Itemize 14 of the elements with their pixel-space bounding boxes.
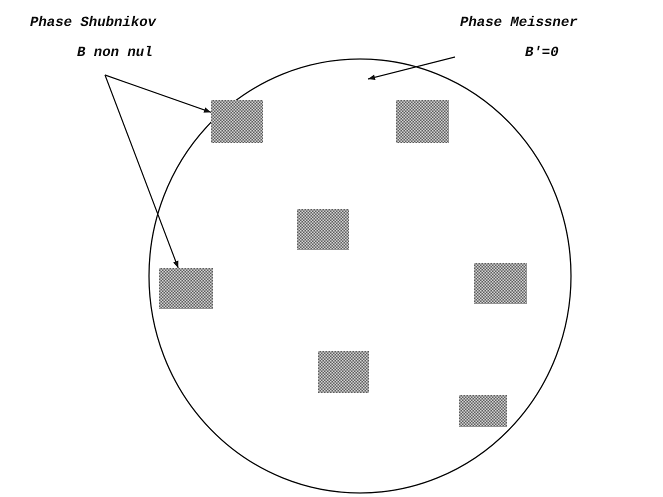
phase-label: Phase Meissner — [460, 15, 578, 31]
shaded-square — [396, 100, 449, 143]
shaded-square — [297, 209, 349, 250]
shaded-square — [459, 395, 507, 427]
shaded-square — [159, 268, 213, 309]
field-label: B′=0 — [525, 45, 559, 61]
arrow — [104, 74, 212, 113]
shaded-square — [474, 263, 527, 304]
field-label: B non nul — [77, 45, 153, 61]
shaded-square — [318, 351, 369, 393]
arrow — [368, 56, 456, 80]
arrow — [104, 74, 179, 268]
shaded-square — [211, 100, 263, 143]
phase-label: Phase Shubnikov — [30, 15, 156, 31]
